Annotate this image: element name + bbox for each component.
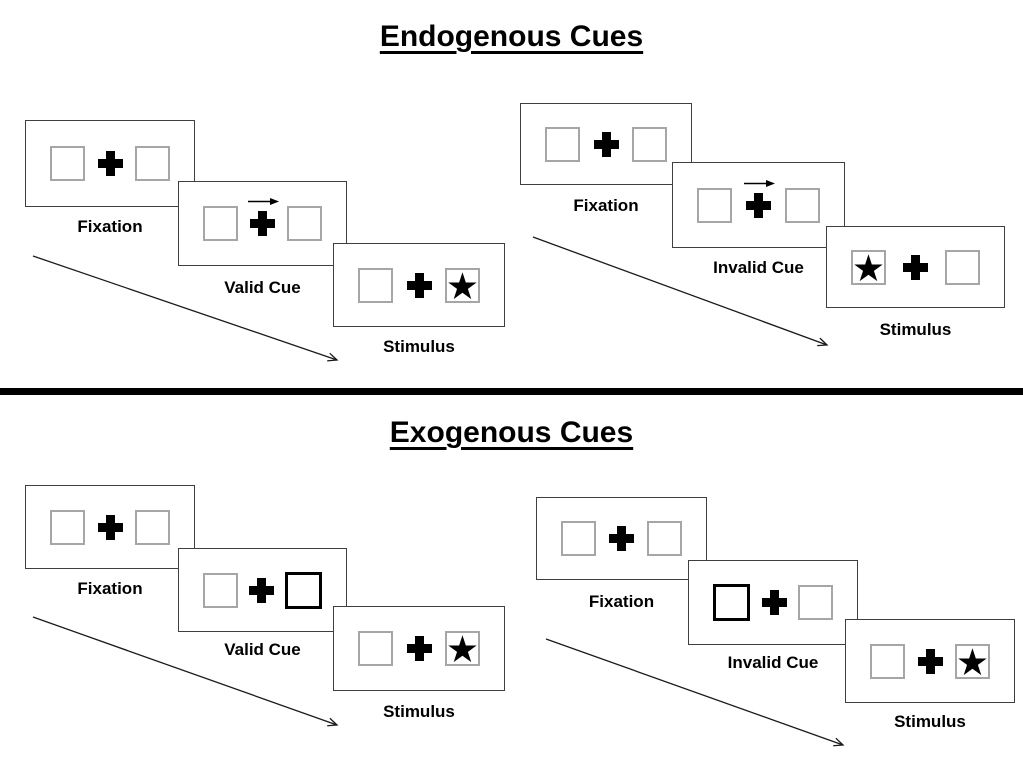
endo-invalid-cue-panel xyxy=(672,162,845,248)
panel-label-valid-cue: Valid Cue xyxy=(224,278,301,297)
panel-label-stimulus: Stimulus xyxy=(383,702,455,721)
exo-invalid-cue-panel xyxy=(688,560,858,645)
fixation-cross-icon xyxy=(917,648,943,674)
fixation-cross-icon xyxy=(249,577,274,603)
right-box xyxy=(785,187,820,223)
fixation-cross-icon xyxy=(761,590,787,615)
left-box xyxy=(50,146,85,181)
left-box xyxy=(870,643,905,679)
star-icon: ★ xyxy=(851,249,886,285)
right-cue-box-highlighted xyxy=(285,571,322,609)
left-box-with-star: ★ xyxy=(851,249,886,285)
panel-label-stimulus: Stimulus xyxy=(879,320,952,339)
right-box xyxy=(798,585,833,620)
panel-label-stimulus: Stimulus xyxy=(894,712,966,731)
star-icon: ★ xyxy=(955,643,990,679)
panel-label-fixation: Fixation xyxy=(588,592,655,611)
endo-valid-fixation-panel xyxy=(25,120,195,207)
cue-right-arrow-icon xyxy=(744,179,775,187)
exo-valid-stimulus-panel: ★ xyxy=(333,606,505,691)
timeline-arrow-exo-valid xyxy=(32,616,339,727)
exo-invalid-stimulus-panel: ★ xyxy=(845,619,1015,703)
right-box xyxy=(287,206,322,241)
star-icon: ★ xyxy=(445,267,480,303)
fixation-cross-icon xyxy=(406,272,432,298)
exo-invalid-fixation-panel xyxy=(536,497,707,580)
exogenous-title: Exogenous Cues xyxy=(389,416,634,449)
fixation-cross-icon xyxy=(609,526,634,551)
section-divider xyxy=(0,388,1023,395)
timeline-arrow-endo-invalid xyxy=(532,236,829,347)
right-box-with-star: ★ xyxy=(445,267,480,303)
right-box xyxy=(135,509,170,545)
panel-label-stimulus: Stimulus xyxy=(383,337,455,356)
left-box xyxy=(697,187,732,223)
left-box xyxy=(561,521,596,556)
endo-invalid-fixation-panel xyxy=(520,103,692,185)
panel-label-invalid-cue: Invalid Cue xyxy=(713,258,804,277)
left-box xyxy=(203,206,238,241)
right-box xyxy=(135,146,170,181)
left-box xyxy=(50,509,85,545)
cue-right-arrow-icon xyxy=(248,198,279,205)
fixation-cross-icon xyxy=(248,198,279,236)
exo-valid-fixation-panel xyxy=(25,485,195,569)
fixation-cross-icon xyxy=(97,151,123,176)
right-box xyxy=(632,126,667,162)
panel-label-fixation: Fixation xyxy=(573,196,639,215)
star-icon: ★ xyxy=(445,631,480,666)
panel-label-valid-cue: Valid Cue xyxy=(224,640,301,659)
left-box xyxy=(358,631,393,666)
left-box xyxy=(545,126,580,162)
timeline-arrow-endo-valid xyxy=(32,255,339,362)
left-cue-box-highlighted xyxy=(713,584,750,621)
right-box xyxy=(945,249,980,285)
endo-invalid-stimulus-panel: ★ xyxy=(826,226,1005,308)
fixation-cross-icon xyxy=(903,254,928,280)
fixation-cross-icon xyxy=(744,179,775,218)
fixation-cross-icon xyxy=(593,131,619,157)
left-box xyxy=(358,267,393,303)
endo-valid-cue-panel xyxy=(178,181,347,266)
right-box xyxy=(647,521,682,556)
exo-valid-cue-panel xyxy=(178,548,347,632)
left-box xyxy=(203,572,238,608)
endogenous-title: Endogenous Cues xyxy=(379,20,644,53)
panel-label-invalid-cue: Invalid Cue xyxy=(727,653,819,672)
panel-label-fixation: Fixation xyxy=(77,217,143,236)
fixation-cross-icon xyxy=(97,514,123,540)
endo-valid-stimulus-panel: ★ xyxy=(333,243,505,327)
right-box-with-star: ★ xyxy=(445,631,480,666)
panel-label-fixation: Fixation xyxy=(77,579,143,598)
right-box-with-star: ★ xyxy=(955,643,990,679)
fixation-cross-icon xyxy=(406,636,432,661)
